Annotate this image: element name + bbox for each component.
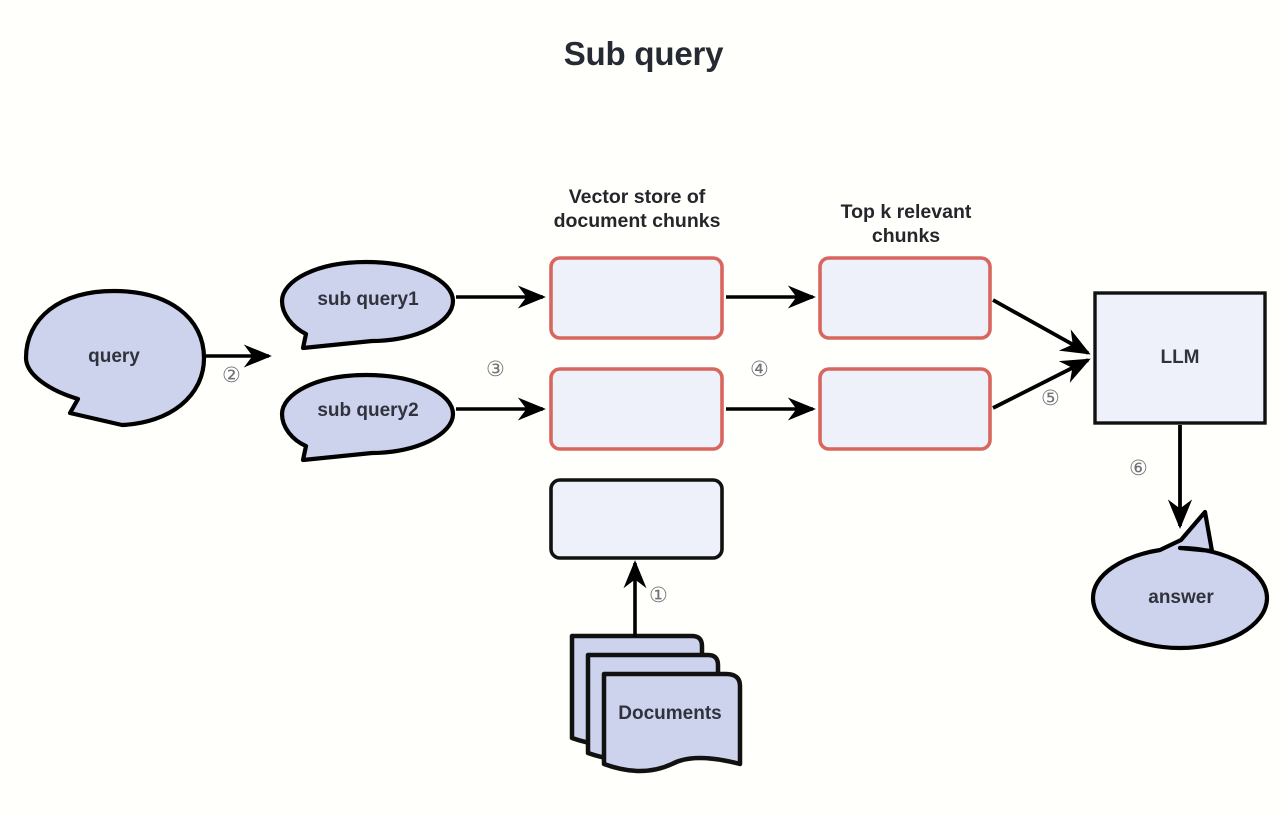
caption-top-k-chunks: Top k relevant chunks <box>840 201 972 247</box>
step-marker-2: ② <box>222 363 241 387</box>
arrow-topk2-to-llm <box>992 358 1091 410</box>
answer-bubble[interactable] <box>1090 509 1270 651</box>
llm-label: LLM <box>1160 347 1200 368</box>
answer-label: answer <box>1148 587 1214 608</box>
documents-label: Documents <box>618 703 722 724</box>
sub-query2-bubble[interactable] <box>279 372 456 463</box>
topk-box-2[interactable] <box>818 367 992 451</box>
query-label: query <box>88 346 140 367</box>
query-bubble[interactable] <box>23 288 207 428</box>
sub-query1-label: sub query1 <box>317 289 419 310</box>
step-marker-4: ④ <box>750 357 769 381</box>
page-title: Sub query <box>563 35 724 72</box>
step-marker-6: ⑥ <box>1129 456 1148 480</box>
vector-store-box-3[interactable] <box>549 478 724 560</box>
documents-stack[interactable] <box>569 633 743 774</box>
step-marker-1: ① <box>649 583 668 607</box>
llm-box[interactable] <box>1093 291 1267 425</box>
sub-query1-bubble[interactable] <box>279 259 456 351</box>
step-marker-3: ③ <box>486 357 505 381</box>
arrow-topk1-to-llm <box>992 298 1091 355</box>
vector-store-box-1[interactable] <box>549 256 724 340</box>
caption-vector-store: Vector store of document chunks <box>553 186 721 232</box>
sub-query2-label: sub query2 <box>317 400 419 421</box>
vector-store-box-2[interactable] <box>549 367 724 451</box>
step-marker-5: ⑤ <box>1041 386 1060 410</box>
topk-box-1[interactable] <box>818 256 992 340</box>
